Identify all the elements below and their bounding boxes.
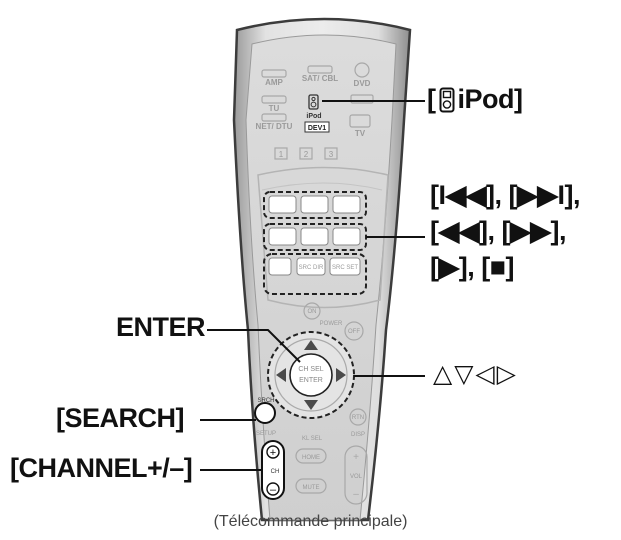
- svg-text:+: +: [353, 452, 359, 463]
- callout-channel: [CHANNEL+/–]: [10, 453, 193, 483]
- net-dtu-button: [261, 113, 287, 122]
- ipod-button: [308, 94, 319, 110]
- home-button: [295, 448, 327, 464]
- transport-area-1: [263, 191, 367, 219]
- tu-button: [261, 95, 287, 104]
- ipod-label: iPod: [306, 113, 321, 120]
- on-label: ON: [308, 309, 317, 315]
- callout-transport-line3: [▶], [■]: [430, 252, 515, 282]
- srch-label: SRCH: [257, 398, 274, 404]
- callout-transport-line2: [◀◀], [▶▶],: [430, 216, 567, 246]
- off-label: OFF: [348, 329, 360, 335]
- setup-label: SETUP: [256, 431, 276, 437]
- enter-key-label: ENTER: [299, 377, 323, 384]
- ch-label: CH: [271, 469, 280, 475]
- transport-buttons: [268, 195, 361, 276]
- on-button: [303, 302, 321, 320]
- svg-text:–: –: [353, 489, 359, 500]
- vol-label: VOL: [350, 474, 363, 480]
- rtn-label: RTN: [352, 415, 364, 421]
- callout-ipod-prefix: [: [427, 84, 436, 114]
- callout-ipod: [ iPod]: [427, 84, 523, 115]
- dvd-button: [354, 62, 370, 78]
- mute-button: [295, 478, 327, 494]
- cursor-down-arrow: [304, 400, 318, 410]
- src-set-label: SRC SET: [332, 265, 358, 271]
- cursor-up-arrow: [304, 340, 318, 350]
- kl-sel-label: KL SEL: [302, 436, 323, 442]
- transport-area-3: [263, 253, 367, 295]
- number-buttons: [274, 147, 338, 160]
- rtn-button: [349, 408, 367, 426]
- callout-enter: ENTER: [116, 312, 206, 342]
- ch-sel-label: CH SEL: [298, 366, 323, 373]
- cursor-right-arrow: [336, 368, 346, 382]
- disp-label: DISP: [351, 432, 365, 438]
- mute-label: MUTE: [303, 485, 320, 491]
- enter-button-ring: [289, 353, 333, 397]
- source-labels: AMP SAT/ CBL DVD TU iPod NET/ DTU DEV1 T…: [256, 74, 371, 138]
- ipod-icon: [439, 87, 454, 112]
- callout-transport-line1: [I◀◀], [▶▶I],: [430, 180, 581, 210]
- number-1: 1: [279, 150, 284, 159]
- channel-plus-glyph: +: [270, 447, 276, 459]
- dvd-label: DVD: [354, 79, 371, 88]
- source-buttons: [261, 62, 374, 133]
- caption: (Télécommande principale): [213, 513, 408, 530]
- leader-lines: [200, 100, 425, 471]
- tv-button: [349, 114, 371, 128]
- dev1-label: DEV1: [308, 125, 326, 132]
- home-label: HOME: [302, 455, 320, 461]
- callout-ipod-label: iPod]: [457, 84, 524, 114]
- sat-cbl-label: SAT/ CBL: [302, 74, 338, 83]
- tv-label: TV: [355, 129, 366, 138]
- amp-label: AMP: [265, 78, 283, 87]
- tu-label: TU: [269, 104, 280, 113]
- amp-button: [261, 69, 287, 78]
- number-3: 3: [329, 150, 334, 159]
- net-dtu-label: NET/ DTU: [256, 122, 293, 131]
- bd-button: [350, 94, 374, 104]
- power-label: POWER: [320, 321, 343, 327]
- src-dir-label: SRC DIR: [299, 265, 324, 271]
- dev1-box: [304, 121, 330, 133]
- callout-search: [SEARCH]: [56, 403, 185, 433]
- off-button: [344, 321, 364, 341]
- cursor-left-arrow: [276, 368, 286, 382]
- search-button: [254, 402, 276, 424]
- channel-minus-glyph: –: [270, 484, 277, 496]
- callout-cursor-arrows: △▽◁▷: [433, 359, 518, 388]
- number-2: 2: [304, 150, 309, 159]
- sat-cbl-button: [307, 65, 333, 74]
- volume-rocker: [344, 445, 368, 505]
